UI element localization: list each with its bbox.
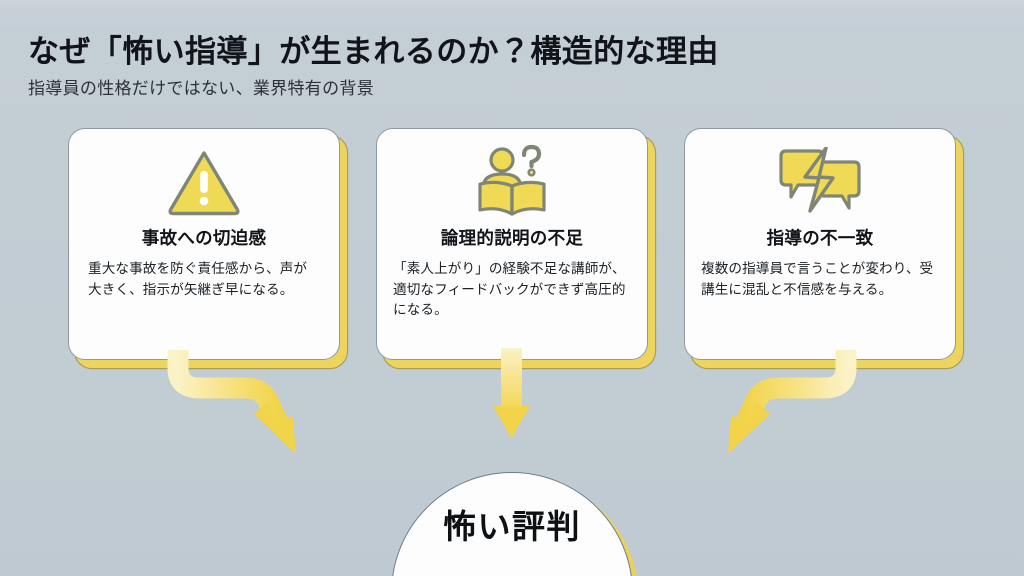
card-body: 重大な事故を防ぐ責任感から、声が大きく、指示が矢継ぎ早になる。 bbox=[88, 261, 308, 297]
cause-card-inconsistent-instruction[interactable]: 指導の不一致 複数の指導員で言うことが変わり、受講生に混乱と不信感を与える。 bbox=[684, 128, 956, 360]
cause-card-lack-of-logical-explanation[interactable]: 論理的説明の不足 「素人上がり」の経験不足な講師が、適切なフィードバックができず… bbox=[376, 128, 648, 360]
card-title: 指導の不一致 bbox=[766, 228, 874, 248]
arrow-from-card-3 bbox=[728, 350, 857, 454]
warning-triangle-icon bbox=[166, 143, 242, 221]
page-title: なぜ「怖い指導」が生まれるのか？構造的な理由 bbox=[28, 34, 719, 69]
top-edge-band bbox=[0, 0, 1024, 10]
cause-card-accident-urgency[interactable]: 事故への切迫感 重大な事故を防ぐ責任感から、声が大きく、指示が矢継ぎ早になる。 bbox=[68, 128, 340, 360]
card-body: 複数の指導員で言うことが変わり、受講生に混乱と不信感を与える。 bbox=[701, 261, 934, 297]
card-title: 事故への切迫感 bbox=[141, 228, 267, 248]
card-title: 論理的説明の不足 bbox=[440, 228, 584, 248]
person-reading-question-icon bbox=[471, 143, 553, 221]
flow-arrows bbox=[0, 344, 1024, 504]
arrow-from-card-2 bbox=[493, 348, 530, 438]
page-subtitle: 指導員の性格だけではない、業界特有の背景 bbox=[28, 79, 374, 98]
arrow-from-card-1 bbox=[167, 350, 296, 454]
speech-bubbles-lightning-icon bbox=[774, 143, 866, 221]
card-body: 「素人上がり」の経験不足な講師が、適切なフィードバックができず高圧的になる。 bbox=[393, 261, 626, 318]
outcome-label: 怖い評判 bbox=[443, 508, 581, 545]
